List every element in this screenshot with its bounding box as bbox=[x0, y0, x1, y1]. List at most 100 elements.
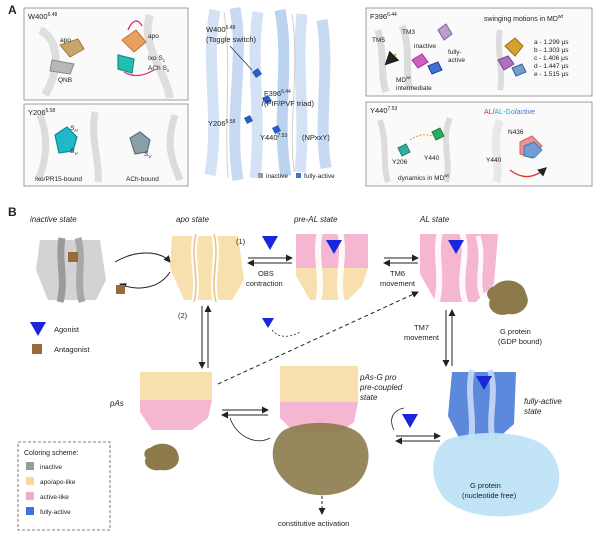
svg-text:TM5: TM5 bbox=[372, 37, 385, 44]
svg-text:SH: SH bbox=[70, 125, 78, 133]
svg-text:W4006.48: W4006.48 bbox=[28, 12, 58, 21]
legend-antagonist-label: Antagonist bbox=[54, 345, 90, 354]
fully-active-receptor: fully-active state G protein (nucleotide… bbox=[433, 369, 562, 517]
svg-text:movement: movement bbox=[404, 333, 440, 342]
svg-text:OBS: OBS bbox=[258, 269, 274, 278]
svg-text:TM3: TM3 bbox=[402, 29, 415, 36]
svg-text:Coloring scheme:: Coloring scheme: bbox=[24, 450, 79, 457]
svg-text:active: active bbox=[448, 57, 465, 64]
legend-inactive-swatch bbox=[258, 173, 263, 178]
time-e: e - 1.515 μs bbox=[534, 71, 569, 78]
legend-active-swatch bbox=[296, 173, 301, 178]
svg-text:(GDP bound): (GDP bound) bbox=[498, 337, 543, 346]
svg-text:pre-coupled: pre-coupled bbox=[359, 383, 403, 392]
svg-text:fully-: fully- bbox=[448, 49, 462, 56]
svg-text:state: state bbox=[360, 393, 378, 402]
antagonist-bound bbox=[68, 252, 78, 262]
agonist-bound-pre-al bbox=[326, 240, 342, 254]
coloring-fully-active: fully-active bbox=[40, 509, 71, 516]
constitutive-activation-label: constitutive activation bbox=[278, 519, 349, 528]
svg-text:(Toggle switch): (Toggle switch) bbox=[206, 35, 257, 44]
al-state-title: AL state bbox=[419, 215, 450, 224]
coloring-active-like: active-like bbox=[40, 494, 69, 501]
g-protein-small bbox=[144, 443, 179, 471]
apo-receptor bbox=[170, 233, 244, 303]
f396-inset: F3966.44 swinging motions in MDwt TM5 TM… bbox=[365, 7, 593, 97]
svg-text:Y440: Y440 bbox=[424, 155, 440, 162]
g-protein-gdp: G protein (GDP bound) bbox=[487, 280, 543, 346]
pas-title: pAs bbox=[109, 399, 124, 408]
svg-text:F3966.44: F3966.44 bbox=[370, 12, 397, 21]
agonist-bound-al bbox=[448, 240, 464, 254]
y440-inset: Y4407.53 AL/AL-Go/active N436 Y206 Y440 … bbox=[365, 101, 593, 187]
time-c: c - 1.406 μs bbox=[534, 55, 569, 62]
svg-text:F3966.44: F3966.44 bbox=[264, 89, 291, 98]
ach-label: ACh Sv bbox=[148, 65, 170, 73]
legend-agonist-icon bbox=[30, 322, 46, 336]
apo-left-label: apo bbox=[60, 37, 71, 44]
svg-text:(1): (1) bbox=[236, 237, 246, 246]
svg-text:AL/AL-Go/active: AL/AL-Go/active bbox=[484, 109, 535, 116]
apo-state-title: apo state bbox=[176, 215, 209, 224]
w400-inset: W4006.48 apo apo QNB Ixo Sc ACh Sv bbox=[23, 7, 189, 101]
svg-text:Y4407.53: Y4407.53 bbox=[370, 106, 397, 115]
svg-text:N436: N436 bbox=[508, 129, 524, 136]
pre-al-receptor bbox=[296, 231, 368, 303]
antagonist-released bbox=[116, 285, 125, 294]
svg-text:MDwt: MDwt bbox=[396, 75, 411, 84]
legend-inactive-label: inactive bbox=[266, 173, 288, 180]
agonist-icon bbox=[262, 236, 278, 250]
svg-text:fully-active: fully-active bbox=[524, 397, 562, 406]
svg-text:(2): (2) bbox=[178, 311, 188, 320]
coloring-apo: apo/apo-like bbox=[40, 479, 76, 486]
svg-text:contraction: contraction bbox=[246, 279, 283, 288]
pas-receptor: pAs bbox=[109, 372, 212, 430]
svg-text:W4006.48: W4006.48 bbox=[206, 25, 236, 34]
pre-al-state-title: pre-AL state bbox=[293, 215, 338, 224]
inactive-receptor bbox=[36, 237, 106, 303]
al-receptor bbox=[420, 231, 498, 306]
svg-text:movement: movement bbox=[380, 279, 416, 288]
time-d: d - 1.447 μs bbox=[534, 63, 569, 70]
legend-agonist-label: Agonist bbox=[54, 325, 80, 334]
svg-text:SV: SV bbox=[144, 151, 152, 159]
svg-text:TM7: TM7 bbox=[414, 323, 429, 332]
svg-text:intermediate: intermediate bbox=[396, 85, 432, 92]
svg-text:TM6: TM6 bbox=[390, 269, 405, 278]
agonist-final-icon bbox=[402, 414, 418, 428]
svg-text:state: state bbox=[524, 407, 542, 416]
panel-b-label: B bbox=[8, 205, 17, 219]
time-a: a - 1.299 μs bbox=[534, 39, 569, 46]
svg-text:Y2065.58: Y2065.58 bbox=[208, 119, 235, 128]
legend-antagonist-icon bbox=[32, 344, 42, 354]
legend-active-label: fully-active bbox=[304, 173, 335, 180]
y206-inset: Y2065.58 SH SV SV Ixo/PR15-bound ACh-bou… bbox=[23, 103, 189, 187]
apo-right-label: apo bbox=[148, 33, 159, 40]
ixo-label: Ixo Sc bbox=[148, 55, 166, 63]
svg-text:(NPxxY): (NPxxY) bbox=[302, 133, 330, 142]
coloring-inactive: inactive bbox=[40, 464, 62, 471]
ach-bound-caption: ACh-bound bbox=[126, 176, 159, 183]
receptor-structure: W4006.48 (Toggle switch) F3966.44 (PIF/P… bbox=[204, 6, 335, 181]
qnb-label: QNB bbox=[58, 77, 72, 84]
svg-text:Y4407.53: Y4407.53 bbox=[260, 133, 287, 142]
svg-text:(nucleotide free): (nucleotide free) bbox=[462, 491, 517, 500]
coloring-scheme-legend: Coloring scheme: inactive apo/apo-like a… bbox=[17, 441, 111, 531]
svg-text:G protein: G protein bbox=[470, 481, 501, 490]
svg-text:Y440: Y440 bbox=[486, 157, 502, 164]
agonist-dashed-icon bbox=[262, 318, 274, 328]
svg-text:dynamics in MDwt: dynamics in MDwt bbox=[398, 173, 449, 182]
svg-text:(PIF/PVF triad): (PIF/PVF triad) bbox=[264, 99, 315, 108]
pas-g-precoupled: pAs-G pro pre-coupled state bbox=[272, 366, 403, 496]
time-b: b - 1.303 μs bbox=[534, 47, 569, 54]
svg-text:pAs-G pro: pAs-G pro bbox=[359, 373, 397, 382]
svg-text:SV: SV bbox=[70, 148, 78, 156]
ixo-pr15-caption: Ixo/PR15-bound bbox=[35, 176, 82, 183]
svg-text:G protein: G protein bbox=[500, 327, 531, 336]
svg-text:swinging motions in MDwt: swinging motions in MDwt bbox=[484, 14, 564, 23]
svg-text:inactive: inactive bbox=[414, 43, 436, 50]
panel-a-label: A bbox=[8, 3, 17, 17]
inactive-state-title: inactive state bbox=[30, 215, 77, 224]
svg-text:Y206: Y206 bbox=[392, 159, 408, 166]
